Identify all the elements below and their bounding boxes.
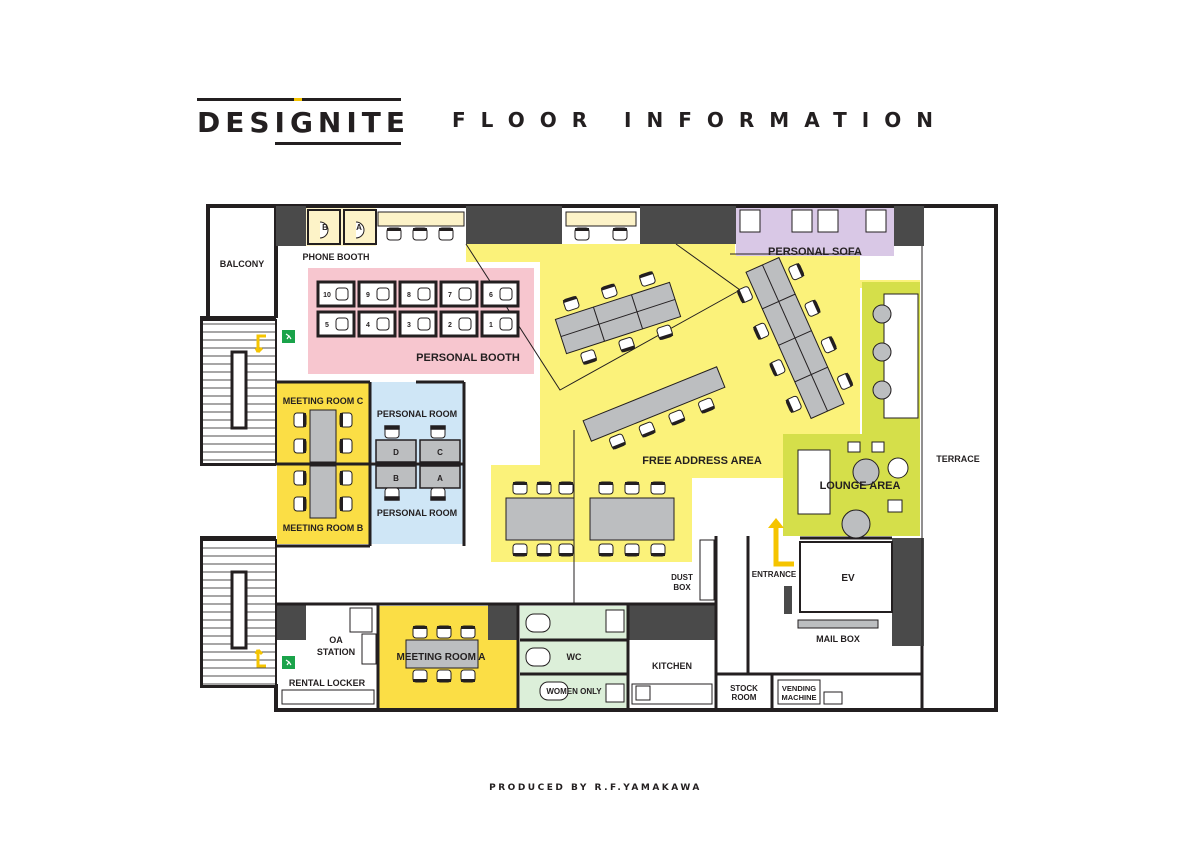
- meeting-room-c-label: MEETING ROOM C: [283, 396, 364, 406]
- logo-text: DESIGNITE: [197, 106, 411, 139]
- balcony-label: BALCONY: [220, 259, 265, 269]
- logo-accent-bar: [294, 98, 302, 101]
- terrace-label: TERRACE: [936, 454, 980, 464]
- vending-machine: [777, 679, 843, 705]
- personal-booth-number: 10: [323, 292, 331, 299]
- rental-locker-label: RENTAL LOCKER: [289, 678, 366, 688]
- personal-booth-cell: 4: [357, 310, 397, 338]
- entrance-label: ENTRANCE: [752, 570, 797, 579]
- window-counter-seats: [377, 211, 637, 241]
- kitchen-label: KITCHEN: [652, 661, 692, 671]
- columns: [276, 206, 924, 646]
- personal-room-bottom-label: PERSONAL ROOM: [377, 508, 457, 518]
- personal-booth-number: 8: [407, 292, 411, 299]
- personal-booth-cell: 2: [439, 310, 479, 338]
- personal-booth-cell: 6: [480, 280, 520, 308]
- personal-booth-cell: 10: [316, 280, 356, 308]
- personal-booth-number: 9: [366, 292, 370, 299]
- mail-box: [797, 619, 879, 629]
- security-gate: [784, 586, 792, 614]
- personal-booth-cell: 1: [480, 310, 520, 338]
- logo-bottom-bar: [275, 142, 401, 145]
- room-labels: BALCONY PHONE BOOTH B A PERSONAL BOOTH M…: [220, 223, 980, 702]
- phone-booth-a-label: A: [356, 223, 362, 232]
- stair-arrow-lower: [254, 648, 266, 668]
- personal-booth-cell: 3: [398, 310, 438, 338]
- personal-booth-cell: 7: [439, 280, 479, 308]
- phone-booth-b-label: B: [322, 223, 328, 232]
- personal-booth-label: PERSONAL BOOTH: [416, 352, 520, 364]
- wc-label: WC: [567, 652, 582, 662]
- vending-label-1: VENDING: [782, 684, 816, 693]
- meeting-room-b-label: MEETING ROOM B: [283, 523, 364, 533]
- kitchen-counter: [631, 683, 713, 705]
- lounge-area-label: LOUNGE AREA: [820, 480, 901, 492]
- stairs-upper: [201, 319, 277, 465]
- stock-room-label-1: STOCK: [730, 684, 758, 693]
- phone-booth-label: PHONE BOOTH: [302, 252, 369, 262]
- personal-booth-cell: 5: [316, 310, 356, 338]
- personal-room-a-label: A: [437, 474, 443, 483]
- meeting-room-a-table: [405, 625, 479, 683]
- personal-booth-number: 1: [489, 322, 493, 329]
- personal-room-c-label: C: [437, 448, 443, 457]
- personal-booth-number: 2: [448, 322, 452, 329]
- meeting-room-a-label: MEETING ROOM A: [396, 652, 485, 663]
- meeting-room-b-table: [293, 465, 353, 519]
- personal-sofa-label: PERSONAL SOFA: [768, 246, 862, 258]
- personal-booth-cell: 8: [398, 280, 438, 308]
- personal-booth-number: 5: [325, 322, 329, 329]
- meeting-room-c-table: [293, 409, 353, 463]
- credit-line: PRODUCED BY R.F.YAMAKAWA: [489, 783, 702, 793]
- free-address-desks: [505, 256, 854, 557]
- exit-sign-icon: [282, 656, 295, 669]
- personal-booth-cubicles: 10 9 8 7 6 5 4 3 2 1: [316, 280, 520, 338]
- stock-room-label-2: ROOM: [732, 693, 757, 702]
- personal-room-b-label: B: [393, 474, 399, 483]
- personal-booth-number: 7: [448, 292, 452, 299]
- personal-booth-cell: 9: [357, 280, 397, 308]
- free-address-area-label: FREE ADDRESS AREA: [642, 455, 762, 467]
- phone-booth-b: [307, 209, 341, 245]
- personal-booth-number: 6: [489, 292, 493, 299]
- vending-label-2: MACHINE: [782, 693, 817, 702]
- personal-room-top-label: PERSONAL ROOM: [377, 409, 457, 419]
- exit-sign-icon: [282, 330, 295, 343]
- oa-station-label-1: OA: [329, 635, 343, 645]
- inner-walls: [276, 380, 924, 710]
- women-only-label: WOMEN ONLY: [546, 687, 602, 696]
- dust-box-label-1: DUST: [671, 573, 693, 582]
- lounge-furniture: [797, 293, 919, 539]
- dust-box: [699, 539, 715, 601]
- mail-box-label: MAIL BOX: [816, 634, 860, 644]
- page-title: FLOOR INFORMATION: [452, 108, 948, 132]
- personal-room-desks: [375, 425, 461, 501]
- ev-label: EV: [841, 573, 855, 584]
- personal-room-d-label: D: [393, 448, 399, 457]
- phone-booth-a: [343, 209, 377, 245]
- stairs-lower: [201, 539, 277, 687]
- entrance-arrow-icon: [768, 518, 794, 567]
- stair-arrow-upper: [254, 334, 266, 354]
- personal-sofa-chairs: [739, 209, 887, 233]
- wc-fixtures: [525, 609, 625, 703]
- designite-logo: DESIGNITE: [197, 98, 405, 146]
- elevator: [799, 541, 893, 613]
- dust-box-label-2: BOX: [673, 583, 691, 592]
- personal-booth-number: 4: [366, 322, 370, 329]
- oa-station-label-2: STATION: [317, 647, 355, 657]
- oa-station-furniture: [281, 607, 377, 705]
- personal-booth-number: 3: [407, 322, 411, 329]
